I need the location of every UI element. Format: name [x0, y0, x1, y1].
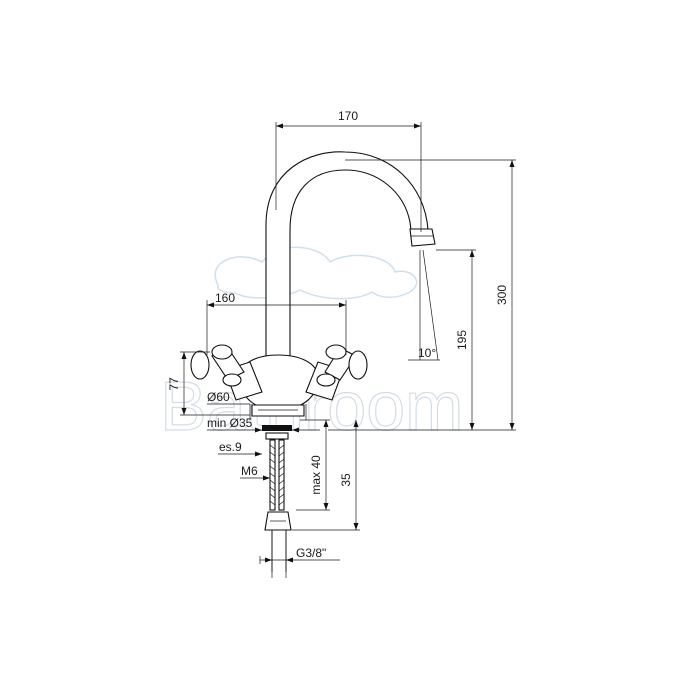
dim-deck-35: 35 [339, 473, 353, 487]
dim-base-diameter: Ø60 [207, 390, 230, 404]
dim-spout-reach: 170 [338, 109, 358, 123]
dim-connection: G3/8" [296, 546, 326, 560]
dim-thickness: es.9 [219, 440, 242, 454]
dimension-lines [180, 122, 516, 578]
dim-hole-diameter: min Ø35 [207, 416, 253, 430]
faucet-outline [190, 151, 436, 572]
washer [262, 425, 292, 431]
dim-spout-height: 195 [455, 330, 469, 350]
dim-handle-height: 77 [167, 377, 181, 391]
dim-max-deck: max 40 [309, 455, 323, 495]
dimension-labels: 170 160 300 195 10° 77 Ø60 min Ø35 es.9 … [167, 109, 509, 560]
dim-spout-angle: 10° [418, 346, 436, 360]
dim-handle-span: 160 [215, 291, 235, 305]
dim-stud: M6 [241, 464, 258, 478]
dim-total-height: 300 [495, 285, 509, 305]
